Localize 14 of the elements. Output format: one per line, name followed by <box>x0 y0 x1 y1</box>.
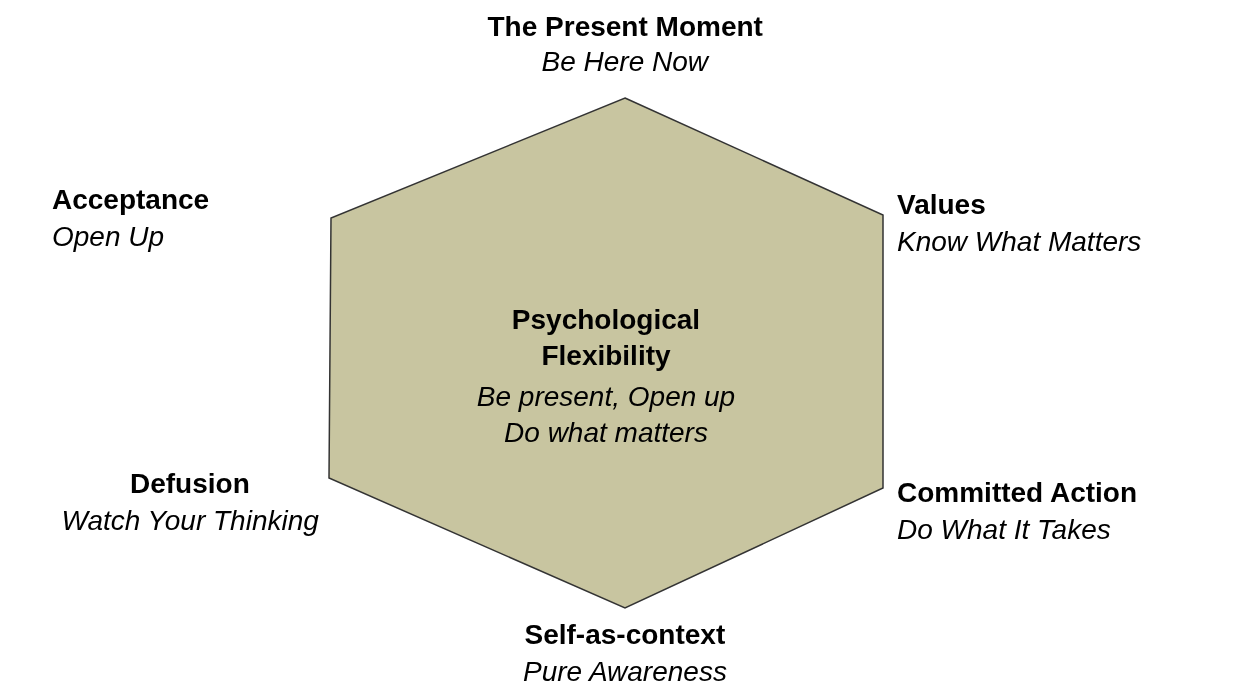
label-heading: Defusion <box>130 467 250 501</box>
label-heading: Values <box>897 188 986 222</box>
label-heading: Self-as-context <box>524 618 726 652</box>
label-subtitle: Be Here Now <box>541 45 708 79</box>
label-heading: Committed Action <box>897 476 1138 510</box>
label-subtitle: Open Up <box>52 220 165 254</box>
label-heading: The Present Moment <box>487 10 763 44</box>
node-heading: Psychological Flexibility <box>510 303 702 373</box>
label-subtitle: Watch Your Thinking <box>61 504 319 538</box>
label-subtitle: Pure Awareness <box>523 655 727 689</box>
node-subtitle: Be present, Open up Do what matters <box>475 380 737 450</box>
label-subtitle: Know What Matters <box>897 225 1142 259</box>
label-subtitle: Do What It Takes <box>897 513 1111 547</box>
label-heading: Acceptance <box>52 183 210 217</box>
